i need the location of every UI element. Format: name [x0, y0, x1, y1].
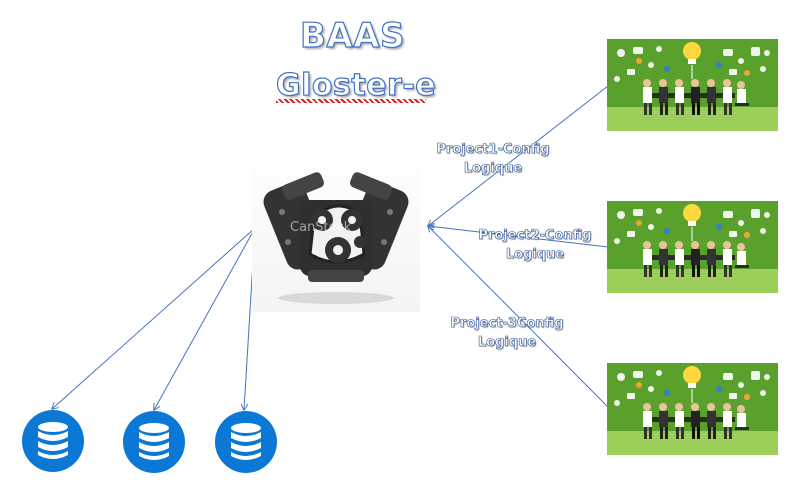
arrow-project3: [428, 226, 609, 408]
engine-card: CanStock: [252, 142, 420, 312]
database-icon: [214, 410, 278, 474]
team-meeting-illustration-2: [607, 201, 778, 293]
spellcheck-underline: [276, 99, 426, 103]
arrow-project1: [428, 85, 609, 226]
team-meeting-illustration-1: [607, 39, 778, 131]
arrow-project2: [428, 226, 609, 248]
arrow-db-2: [154, 227, 256, 410]
subtitle-text: Gloster-e: [275, 67, 437, 103]
connection-label-line1: Project2-Config: [478, 228, 592, 244]
connection-label-line1: Project-3Config: [450, 316, 564, 332]
connection-label-line2: Logique: [505, 247, 565, 263]
connection-label-project3: Project-3Config Logique: [442, 314, 572, 352]
database-icon: [21, 409, 85, 473]
connection-label-line1: Project1-Config: [436, 142, 550, 158]
connection-label-project1: Project1-Config Logique: [428, 140, 558, 178]
watermark: CanStock: [290, 220, 352, 235]
connection-label-line2: Logique: [463, 161, 523, 177]
subtitle: Gloster-e: [275, 67, 437, 103]
team-meeting-illustration-3: [607, 363, 778, 455]
database-icon: [122, 410, 186, 474]
arrow-db-1: [52, 227, 256, 409]
v8-engine-icon: [263, 172, 409, 304]
connection-label-project2: Project2-Config Logique: [470, 226, 600, 264]
title: BAAS: [299, 15, 406, 56]
connection-label-line2: Logique: [477, 335, 537, 351]
